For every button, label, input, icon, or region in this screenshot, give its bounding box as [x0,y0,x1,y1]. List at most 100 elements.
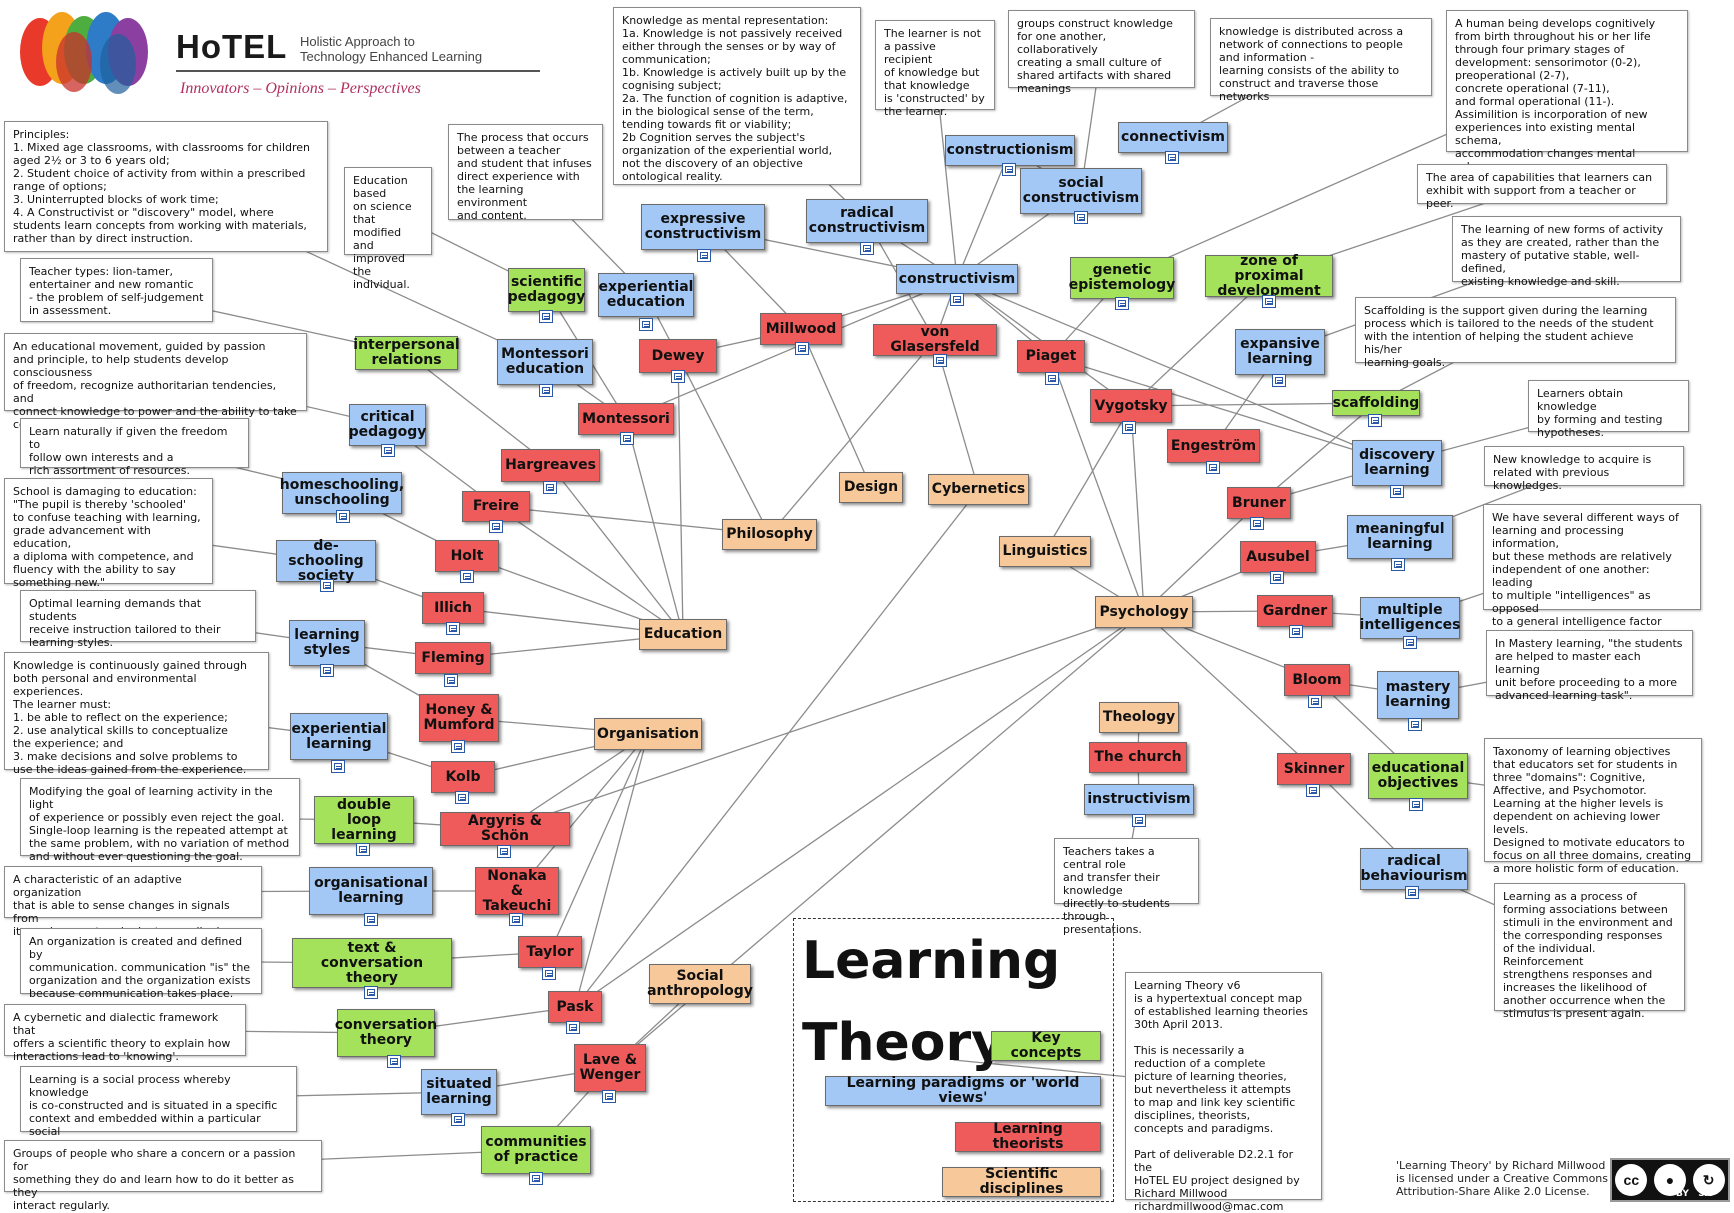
node-theology[interactable]: Theology [1099,702,1179,733]
node-social-constructivism[interactable]: social constructivism [1020,168,1142,214]
node-discovery-learning[interactable]: discovery learning [1352,440,1442,486]
node-freire[interactable]: Freire [462,491,530,522]
node-lave-wenger[interactable]: Lave & Wenger [574,1044,646,1092]
node-fleming[interactable]: Fleming [415,642,491,674]
node-constructivism[interactable]: constructivism [896,264,1018,294]
note-icon[interactable] [1165,151,1179,164]
node-organisational-learning[interactable]: organisational learning [309,867,433,915]
node-expansive-learning[interactable]: expansive learning [1235,329,1325,375]
node-multiple-intelligences[interactable]: multiple intelligences [1360,597,1460,639]
node-double-loop-learning[interactable]: double loop learning [314,796,414,844]
node-hargreaves[interactable]: Hargreaves [501,449,600,482]
note-icon[interactable] [795,342,809,355]
note-icon[interactable] [639,318,653,331]
note-icon[interactable] [539,310,553,323]
note-icon[interactable] [489,520,503,533]
note-icon[interactable] [1368,414,1382,427]
note-icon[interactable] [381,444,395,457]
node-dewey[interactable]: Dewey [639,339,717,373]
node-bloom[interactable]: Bloom [1284,664,1350,696]
note-icon[interactable] [1390,485,1404,498]
node-taylor[interactable]: Taylor [518,936,582,968]
node-scaffolding[interactable]: scaffolding [1332,390,1420,416]
node-social-anthropology[interactable]: Social anthropology [647,964,753,1004]
node-learning-styles[interactable]: learning styles [289,620,365,666]
node-montessori[interactable]: Montessori [578,403,674,435]
node-constructionism[interactable]: constructionism [945,135,1075,166]
note-icon[interactable] [336,510,350,523]
note-icon[interactable] [356,843,370,856]
node-holt[interactable]: Holt [435,540,499,572]
note-icon[interactable] [697,249,711,262]
note-icon[interactable] [1206,461,1220,474]
node-kolb[interactable]: Kolb [431,761,495,793]
note-icon[interactable] [1391,558,1405,571]
node-von-glasersfeld[interactable]: von Glasersfeld [873,324,997,356]
node-engestrom[interactable]: Engeström [1167,429,1260,463]
node-education[interactable]: Education [639,619,727,650]
node-skinner[interactable]: Skinner [1277,753,1351,785]
node-illich[interactable]: Illich [422,592,484,624]
note-icon[interactable] [455,791,469,804]
note-icon[interactable] [1122,421,1136,434]
note-icon[interactable] [1403,636,1417,649]
creative-commons-badge[interactable]: cc ● ↻ BY SA [1610,1158,1730,1202]
node-radical-constructivism[interactable]: radical constructivism [806,199,928,243]
note-icon[interactable] [446,622,460,635]
note-icon[interactable] [1132,814,1146,827]
node-philosophy[interactable]: Philosophy [722,519,817,550]
note-icon[interactable] [1289,625,1303,638]
note-icon[interactable] [1408,718,1422,731]
note-icon[interactable] [331,760,345,773]
note-icon[interactable] [543,481,557,494]
note-icon[interactable] [860,242,874,255]
node-zone-of-proximal-development[interactable]: zone of proximal development [1205,253,1333,298]
note-icon[interactable] [1405,886,1419,899]
note-icon[interactable] [364,913,378,926]
node-experiential-education[interactable]: experiential education [598,273,694,317]
note-icon[interactable] [542,967,556,980]
node-expressive-constructivism[interactable]: expressive constructivism [641,204,765,250]
node-vygotsky[interactable]: Vygotsky [1090,389,1172,423]
node-experiential-learning[interactable]: experiential learning [290,713,388,760]
note-icon[interactable] [451,1113,465,1126]
note-icon[interactable] [1308,695,1322,708]
node-instructivism[interactable]: instructivism [1084,784,1194,815]
note-icon[interactable] [1409,798,1423,811]
node-mastery-learning[interactable]: mastery learning [1377,671,1459,719]
node-psychology[interactable]: Psychology [1095,596,1193,628]
node-piaget[interactable]: Piaget [1017,340,1085,373]
node-interpersonal-relations[interactable]: interpersonal relations [353,336,460,370]
note-icon[interactable] [602,1090,616,1103]
node-argyris-schon[interactable]: Argyris & Schön [440,812,570,846]
node-montessori-education[interactable]: Montessori education [497,339,593,385]
node-homeschooling[interactable]: homeschooling, unschooling [280,472,404,514]
node-meaningful-learning[interactable]: meaningful learning [1347,515,1453,559]
node-conversation-theory[interactable]: conversation theory [335,1009,437,1057]
node-design[interactable]: Design [839,472,903,503]
note-icon[interactable] [539,384,553,397]
node-honey-mumford[interactable]: Honey & Mumford [419,694,499,742]
node-educational-objectives[interactable]: educational objectives [1368,753,1468,799]
node-organisation[interactable]: Organisation [594,718,702,750]
note-icon[interactable] [364,986,378,999]
note-icon[interactable] [460,570,474,583]
node-cybernetics[interactable]: Cybernetics [928,474,1029,505]
note-icon[interactable] [1270,571,1284,584]
node-radical-behaviourism[interactable]: radical behaviourism [1360,848,1468,890]
node-the-church[interactable]: The church [1089,742,1187,773]
note-icon[interactable] [320,579,334,592]
node-communities-of-practice[interactable]: communities of practice [481,1126,591,1174]
note-icon[interactable] [1306,784,1320,797]
node-critical-pedagogy[interactable]: critical pedagogy [349,404,426,446]
note-icon[interactable] [566,1021,580,1034]
note-icon[interactable] [444,674,458,687]
node-pask[interactable]: Pask [548,991,602,1023]
note-icon[interactable] [933,354,947,367]
node-bruner[interactable]: Bruner [1227,487,1291,519]
node-connectivism[interactable]: connectivism [1118,122,1228,153]
node-millwood[interactable]: Millwood [760,313,842,345]
note-icon[interactable] [497,845,511,858]
node-nonaka-takeuchi[interactable]: Nonaka & Takeuchi [475,867,559,915]
node-genetic-epistemology[interactable]: genetic epistemology [1069,257,1175,299]
